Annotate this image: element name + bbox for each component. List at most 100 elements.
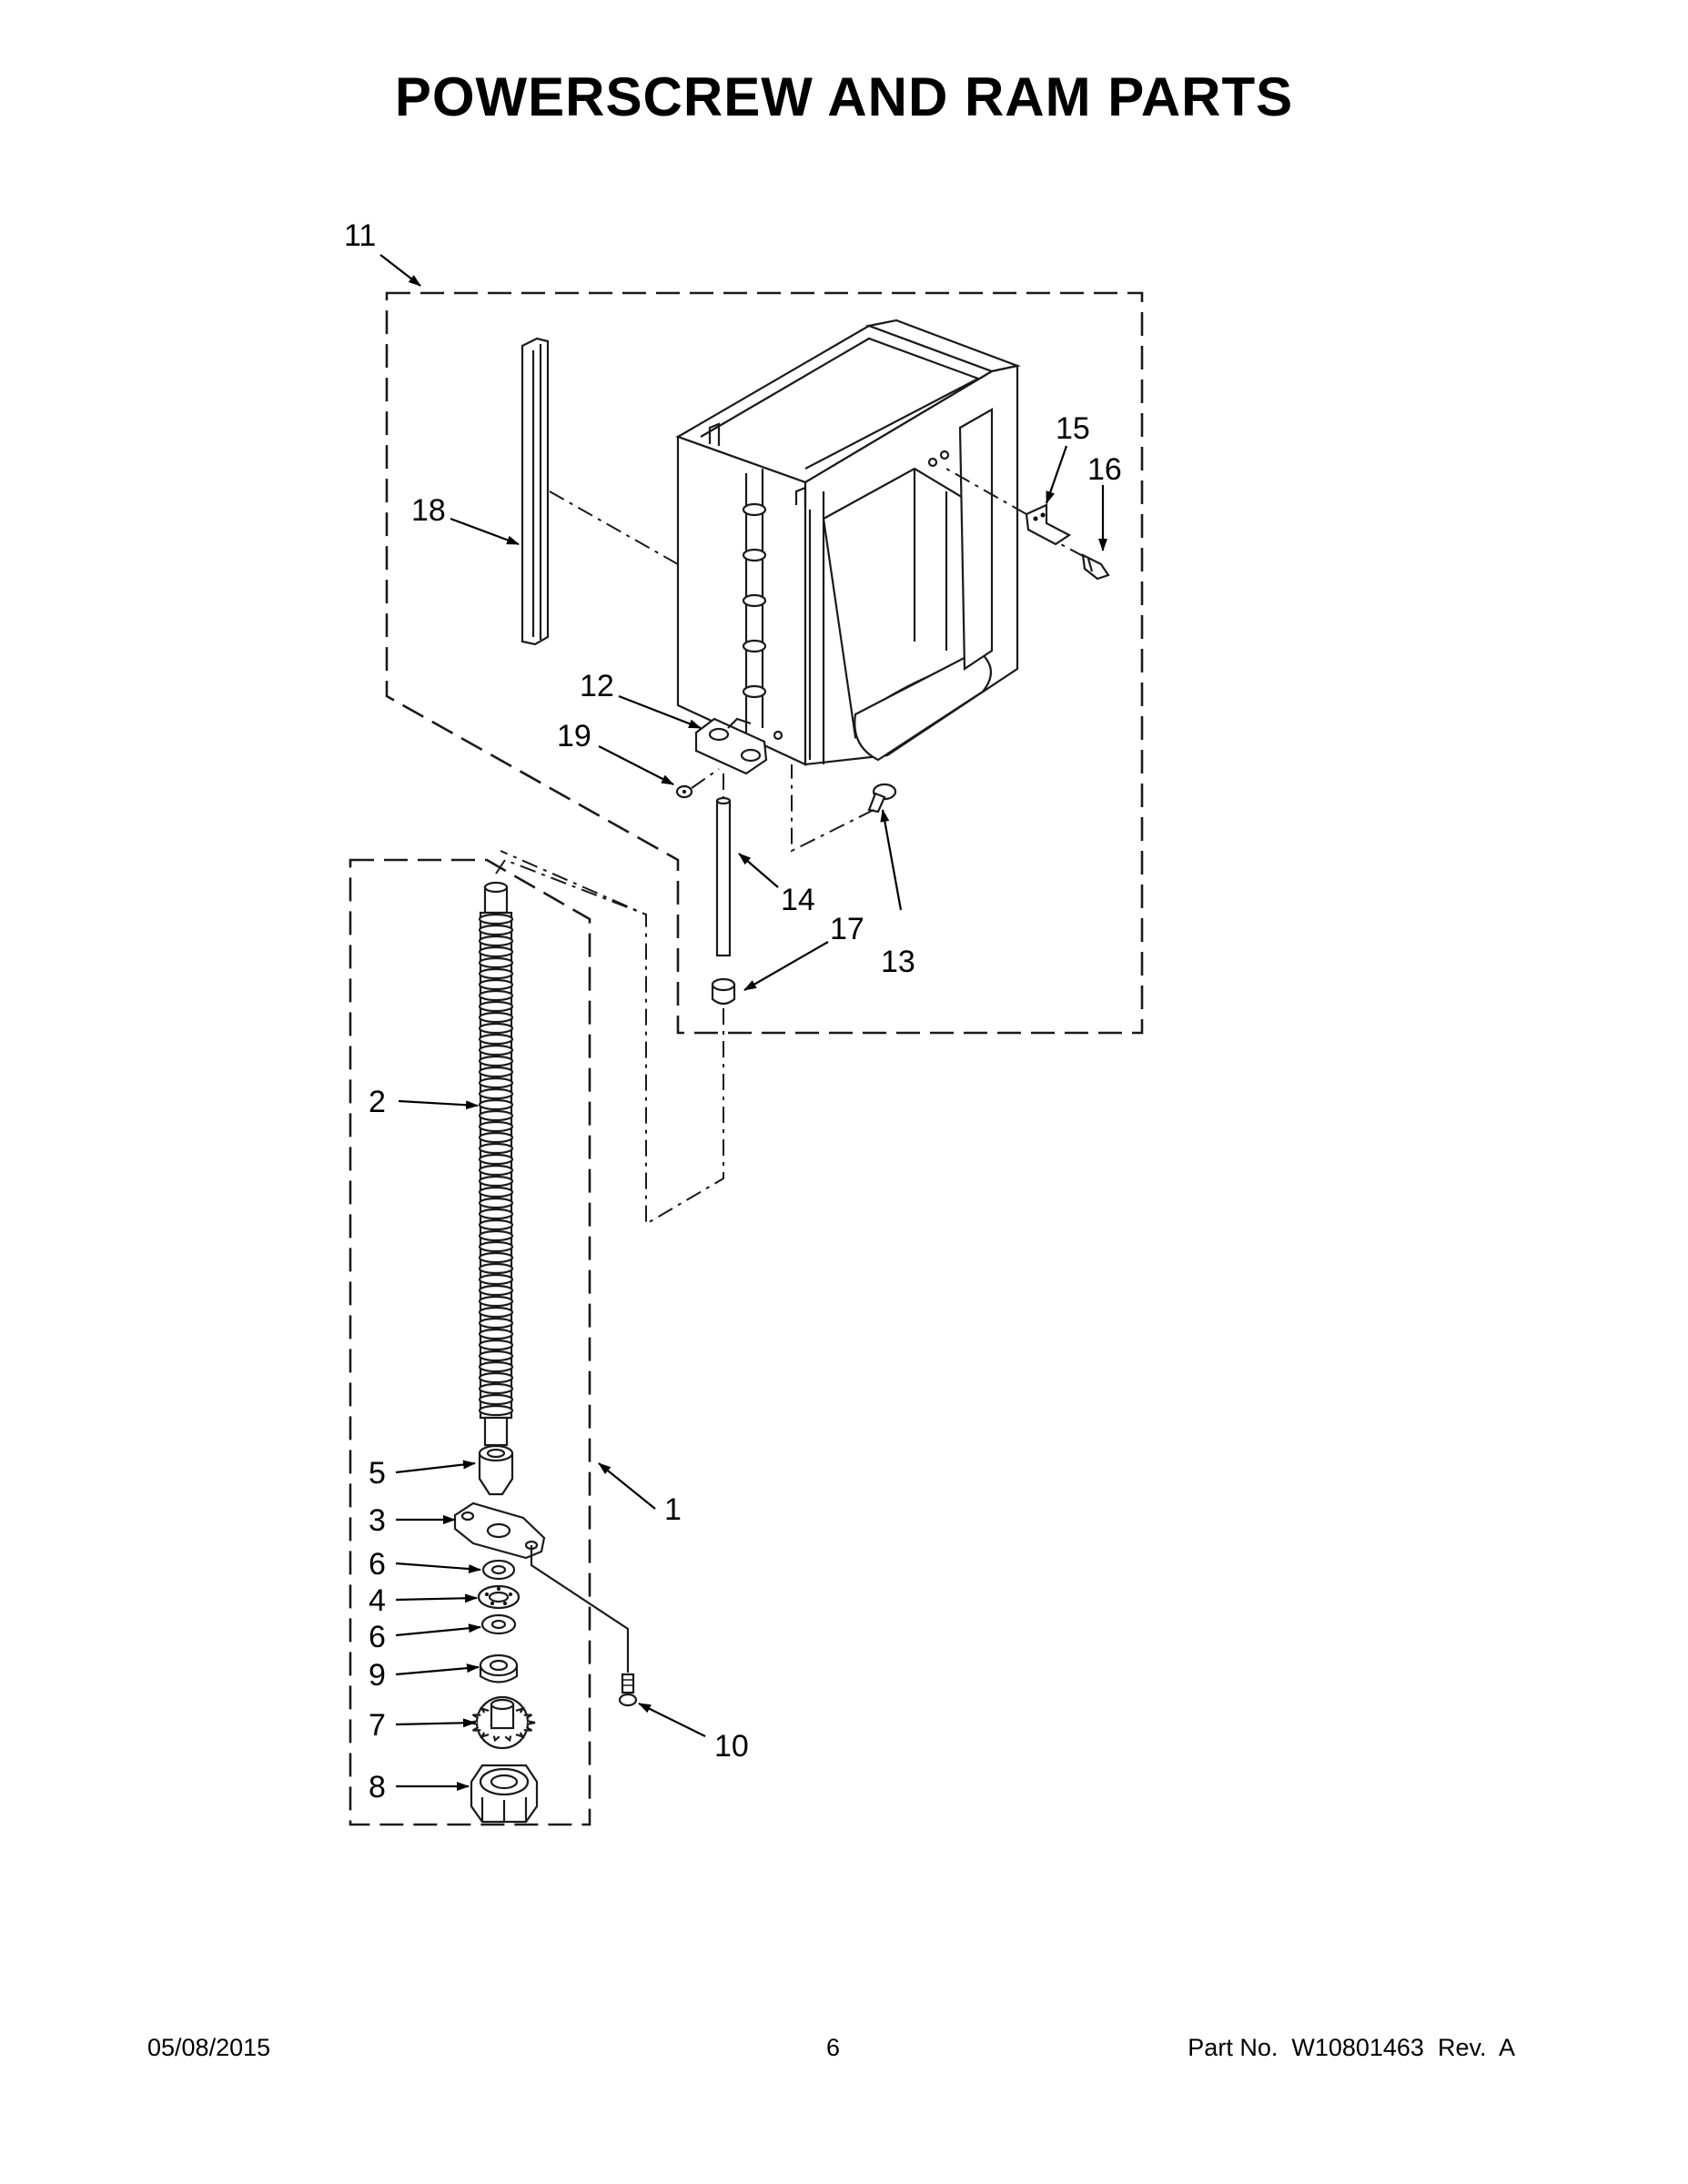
callout-3: 3 — [369, 1503, 386, 1538]
screw-thread — [478, 989, 514, 1002]
sprocket-tooth — [472, 1726, 481, 1732]
screw-thread — [478, 1033, 514, 1046]
callout-18: 18 — [411, 493, 446, 528]
screw-thread — [478, 1273, 514, 1286]
part-13-screw — [867, 783, 897, 814]
part-12-bracket — [694, 717, 768, 775]
leader-2-top — [495, 858, 647, 915]
screw-thread — [478, 1306, 514, 1319]
leader-13-to-housing — [791, 764, 874, 853]
leader-15-to-housing — [945, 468, 1027, 515]
screw-thread — [478, 1044, 514, 1057]
screw-thread — [478, 1262, 514, 1275]
screw-thread — [478, 1240, 514, 1253]
screw-thread — [478, 1404, 514, 1417]
screw-thread — [478, 913, 514, 925]
screw-thread — [478, 1077, 514, 1089]
callout-1: 1 — [664, 1492, 682, 1527]
callout-15: 15 — [1056, 411, 1090, 446]
sprocket-tooth — [527, 1720, 536, 1725]
screw-thread — [478, 945, 514, 958]
sprocket-tooth — [504, 1735, 512, 1743]
callout-5: 5 — [369, 1456, 386, 1491]
callout-6-lower: 6 — [369, 1620, 386, 1654]
screw-thread — [478, 1055, 514, 1067]
part-10-screw — [618, 1673, 638, 1707]
callout-9: 9 — [369, 1658, 386, 1693]
powerscrew-assembly-boundary — [349, 858, 591, 1826]
leader-3-to-10 — [530, 1545, 630, 1673]
callout-6-upper: 6 — [369, 1547, 386, 1582]
callout-labels: 11 18 12 19 14 17 13 15 16 2 5 3 6 4 6 9… — [344, 218, 1122, 1805]
screw-thread — [478, 1328, 514, 1340]
part-17-bushing — [711, 977, 736, 1006]
callout-14: 14 — [781, 883, 815, 917]
footer-page-number: 6 — [826, 2034, 841, 2061]
footer-part-number: Part No. W10801463 Rev. A — [1188, 2034, 1515, 2061]
screw-thread — [478, 1000, 514, 1013]
part-16-screw — [1081, 553, 1110, 581]
sprocket-tooth — [492, 1735, 500, 1743]
screw-thread — [478, 1142, 514, 1155]
screw-thread — [478, 1295, 514, 1308]
screw-thread — [478, 1339, 514, 1351]
leader-16-to-clip — [1055, 541, 1086, 558]
leader-17-to-screw — [500, 850, 724, 1226]
callout-13: 13 — [881, 945, 915, 979]
sprocket-tooth — [515, 1732, 525, 1739]
sprocket-tooth — [480, 1732, 490, 1739]
part-19-washer — [675, 784, 693, 799]
screw-thread — [478, 1131, 514, 1144]
screw-thread — [478, 1098, 514, 1111]
screw-thread — [478, 1229, 514, 1242]
callout-17: 17 — [830, 912, 864, 946]
footer-date: 05/08/2015 — [147, 2034, 271, 2061]
screw-thread — [478, 1218, 514, 1231]
callout-arrows — [379, 254, 1107, 1791]
ram-housing — [675, 318, 1021, 766]
screw-thread — [478, 1371, 514, 1384]
screw-thread — [478, 1164, 514, 1177]
part-2-powerscrew — [478, 881, 514, 1447]
leader-19 — [691, 768, 720, 789]
part-15-clip — [1025, 503, 1072, 546]
sprocket-tooth — [523, 1714, 532, 1719]
part-4-bearing — [477, 1584, 521, 1610]
ram-assembly-boundary — [385, 291, 1144, 1035]
callout-2: 2 — [369, 1085, 386, 1119]
screw-thread — [478, 1208, 514, 1220]
leader-18-to-housing — [549, 490, 679, 565]
screw-thread — [478, 1393, 514, 1406]
callout-10: 10 — [714, 1729, 749, 1764]
sprocket-tooth — [480, 1706, 490, 1714]
part-18-guide-rail — [521, 337, 550, 646]
screw-thread — [478, 1317, 514, 1330]
part-14-pin — [715, 796, 732, 957]
part-7-sprocket — [469, 1695, 536, 1750]
screw-thread — [478, 1186, 514, 1198]
callout-7: 7 — [369, 1708, 386, 1743]
screw-thread — [478, 1360, 514, 1373]
screw-thread — [478, 1066, 514, 1078]
part-9-spacer — [479, 1653, 519, 1684]
part-8-hex-nut — [470, 1764, 539, 1824]
screw-thread — [478, 1011, 514, 1024]
screw-thread — [478, 956, 514, 969]
screw-thread — [478, 1109, 514, 1122]
screw-thread — [478, 1284, 514, 1297]
screw-thread — [478, 1350, 514, 1362]
screw-thread — [478, 924, 514, 936]
screw-thread — [478, 1120, 514, 1133]
page-title: POWERSCREW AND RAM PARTS — [394, 66, 1294, 127]
sprocket-tooth — [515, 1706, 525, 1714]
callout-16: 16 — [1087, 452, 1122, 487]
screw-thread — [478, 967, 514, 980]
screw-thread — [478, 1022, 514, 1035]
screw-thread — [478, 1251, 514, 1264]
screw-thread — [478, 1197, 514, 1209]
callout-12: 12 — [580, 669, 614, 703]
callout-8: 8 — [369, 1770, 386, 1805]
part-5-collar — [478, 1444, 514, 1496]
screw-thread — [478, 935, 514, 947]
